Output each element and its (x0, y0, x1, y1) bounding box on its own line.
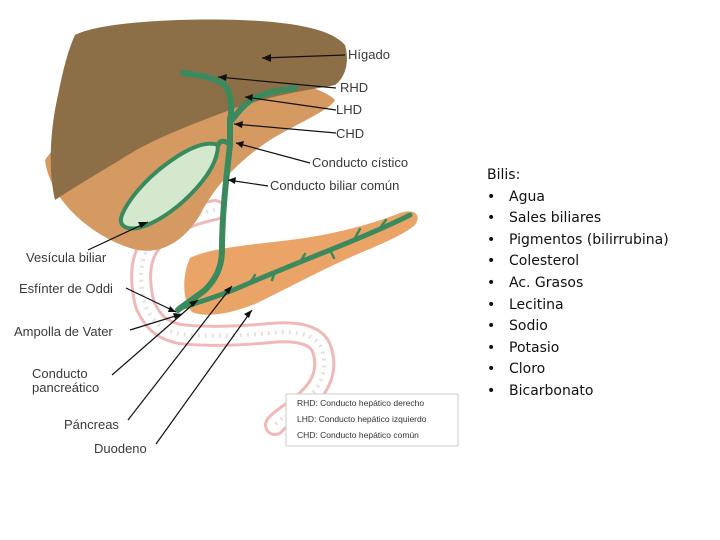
label-lhd: LHD (336, 102, 362, 117)
bullet-icon: • (487, 231, 496, 248)
abbreviation-key: RHD: Conducto hepático derecho LHD: Cond… (285, 393, 459, 447)
bile-component-item: • Colesterol (487, 251, 669, 273)
bile-component-label: Potasio (509, 339, 560, 356)
bile-component-label: Sales biliares (509, 210, 602, 227)
bile-component-label: Colesterol (509, 253, 580, 270)
label-common-bile-duct: Conducto biliar común (270, 178, 399, 193)
bullet-icon: • (487, 361, 496, 378)
bullet-icon: • (487, 339, 496, 356)
liver-shape (50, 19, 347, 200)
label-duodenum: Duodeno (94, 441, 147, 456)
bile-component-label: Sodio (509, 318, 548, 335)
bile-ducts (175, 70, 413, 313)
bullet-icon: • (487, 188, 496, 205)
label-rhd: RHD (340, 80, 368, 95)
bile-title: Bilis: (487, 167, 521, 183)
key-lhd: LHD: Conducto hepático izquierdo (297, 414, 427, 424)
bile-component-item: • Bicarbonato (487, 381, 669, 403)
bullet-icon: • (487, 318, 496, 335)
bile-component-label: Lecitina (509, 296, 564, 313)
label-liver: Hígado (348, 47, 390, 62)
bile-component-item: • Sales biliares (487, 208, 669, 230)
bullet-icon: • (487, 274, 496, 291)
bullet-icon: • (487, 210, 496, 227)
label-cystic-duct: Conducto cístico (312, 155, 408, 170)
pointer-arrowheads (138, 54, 271, 319)
bile-component-label: Bicarbonato (509, 382, 594, 399)
bile-component-item: • Sodio (487, 316, 669, 338)
bile-component-item: • Pigmentos (bilirrubina) (487, 230, 669, 252)
key-chd: CHD: Conducto hepático común (297, 430, 419, 440)
bile-component-label: Pigmentos (bilirrubina) (509, 231, 669, 248)
bile-component-item: • Ac. Grasos (487, 273, 669, 295)
label-pancreatic-duct-line2: pancreático (32, 380, 99, 395)
bullet-icon: • (487, 296, 496, 313)
bile-component-list: • Agua • Sales biliares • Pigmentos (bilirr… (487, 187, 669, 403)
bile-component-label: Cloro (509, 361, 546, 378)
label-chd: CHD (336, 126, 364, 141)
bile-component-item: • Potasio (487, 338, 669, 360)
bile-component-label: Ac. Grasos (509, 274, 584, 291)
label-ampulla-of-vater: Ampolla de Vater (14, 324, 113, 339)
label-pancreatic-duct-line1: Conducto (32, 366, 88, 381)
bullet-icon: • (487, 253, 496, 270)
bile-component-item: • Agua (487, 187, 669, 209)
bile-component-item: • Lecitina (487, 295, 669, 317)
bile-composition-panel: Bilis: • Agua • Sales biliares • Pigmentos … (487, 165, 669, 403)
bullet-icon: • (487, 382, 496, 399)
label-sphincter-of-oddi: Esfínter de Oddi (19, 281, 113, 296)
label-gallbladder: Vesícula biliar (26, 250, 107, 265)
bile-component-item: • Cloro (487, 359, 669, 381)
key-rhd: RHD: Conducto hepático derecho (297, 398, 424, 408)
bile-component-label: Agua (509, 188, 545, 205)
gallbladder-shape (118, 141, 221, 231)
label-pancreas: Páncreas (64, 417, 119, 432)
